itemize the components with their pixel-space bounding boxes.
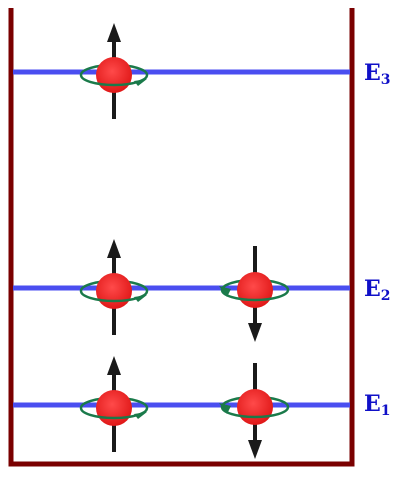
electron-ball — [237, 272, 273, 308]
potential-well — [8, 8, 355, 467]
energy-level-e3: E3 — [13, 23, 391, 119]
spin-down-arrowhead — [248, 323, 262, 342]
energy-level-label: E3 — [364, 60, 391, 88]
rotation-arrowhead — [134, 79, 147, 86]
energy-level-e2: E2 — [13, 239, 391, 342]
spin-up-arrowhead — [107, 23, 121, 42]
electron-ball — [96, 273, 132, 309]
energy-level-label: E1 — [364, 391, 391, 419]
spin-down-arrowhead — [248, 440, 262, 459]
electron-spin-down — [219, 246, 290, 342]
spin-up-arrowhead — [107, 239, 121, 258]
rotation-loop-front — [79, 407, 149, 420]
rotation-loop-front — [79, 290, 149, 303]
rotation-arrowhead — [134, 412, 147, 419]
rotation-arrowhead — [134, 295, 147, 302]
electron-spin-up — [79, 23, 149, 119]
electron-spin-up — [79, 239, 149, 335]
electron-ball — [96, 57, 132, 93]
electron-ball — [237, 389, 273, 425]
electron-ball — [96, 390, 132, 426]
rotation-arrowhead — [219, 403, 231, 414]
energy-level-label: E2 — [364, 276, 391, 304]
electron-spin-up — [79, 356, 149, 452]
rotation-arrowhead — [219, 286, 231, 297]
electron-spin-down — [219, 363, 290, 459]
spin-up-arrowhead — [107, 356, 121, 375]
energy-level-e1: E1 — [13, 356, 391, 459]
rotation-loop-front — [79, 74, 149, 87]
